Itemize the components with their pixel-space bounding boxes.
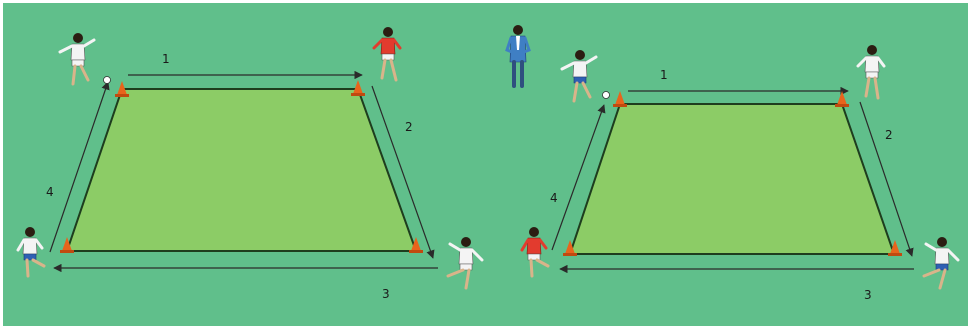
left-label-2: 2 [405,120,413,134]
right-field-area [570,104,894,254]
left-label-1: 1 [162,52,170,66]
left-label-4: 4 [46,185,54,199]
right-label-4: 4 [550,191,558,205]
right-label-1: 1 [660,68,668,82]
right-label-3: 3 [864,288,872,302]
left-label-3: 3 [382,287,390,301]
left-field-area [67,89,416,251]
ball-icon [603,92,610,99]
right-label-2: 2 [885,128,893,142]
ball-icon [104,77,111,84]
